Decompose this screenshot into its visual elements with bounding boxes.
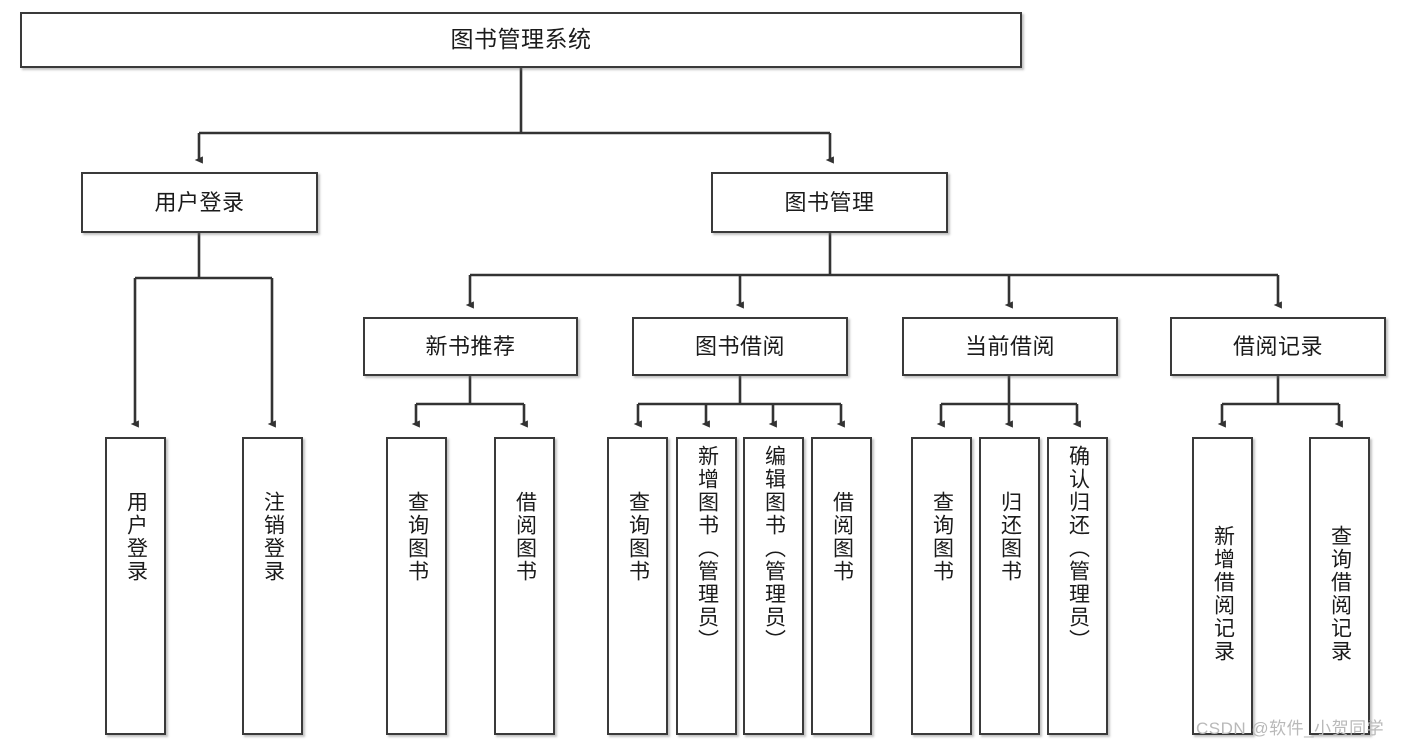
node-book-borrow-label: 图书借阅 (694, 333, 785, 359)
leaf-book-borrow-add-label: 新增图书（管理员） (695, 445, 719, 652)
node-book-borrow[interactable]: 图书借阅 (632, 317, 848, 376)
leaf-current-borrow-confirm-return[interactable]: 确认归还（管理员） (1047, 437, 1108, 735)
leaf-current-borrow-return-label: 归还图书 (998, 491, 1022, 583)
leaf-current-borrow-confirm-return-label: 确认归还（管理员） (1066, 445, 1090, 652)
leaf-user-login-login-label: 用户登录 (124, 491, 148, 583)
leaf-current-borrow-return[interactable]: 归还图书 (979, 437, 1040, 735)
leaf-book-borrow-query-label: 查询图书 (626, 491, 650, 583)
node-book-manage[interactable]: 图书管理 (711, 172, 948, 233)
leaf-user-login-logout[interactable]: 注销登录 (242, 437, 303, 735)
leaf-new-book-query[interactable]: 查询图书 (386, 437, 447, 735)
node-book-manage-label: 图书管理 (784, 189, 875, 215)
leaf-new-book-borrow-label: 借阅图书 (513, 491, 537, 583)
leaf-book-borrow-borrow-label: 借阅图书 (830, 491, 854, 583)
node-root-system-label: 图书管理系统 (450, 26, 592, 53)
node-user-login-label: 用户登录 (154, 189, 245, 215)
node-new-book-recommend[interactable]: 新书推荐 (363, 317, 578, 376)
node-user-login[interactable]: 用户登录 (81, 172, 318, 233)
watermark-text: CSDN @软件_小贺同学 (1196, 719, 1385, 738)
node-current-borrow[interactable]: 当前借阅 (902, 317, 1118, 376)
node-borrow-record[interactable]: 借阅记录 (1170, 317, 1386, 376)
node-new-book-recommend-label: 新书推荐 (425, 333, 516, 359)
leaf-book-borrow-query[interactable]: 查询图书 (607, 437, 668, 735)
node-root-system[interactable]: 图书管理系统 (20, 12, 1022, 68)
node-borrow-record-label: 借阅记录 (1232, 333, 1323, 359)
leaf-book-borrow-borrow[interactable]: 借阅图书 (811, 437, 872, 735)
leaf-borrow-record-add-label: 新增借阅记录 (1211, 525, 1235, 663)
leaf-current-borrow-query[interactable]: 查询图书 (911, 437, 972, 735)
leaf-book-borrow-edit[interactable]: 编辑图书（管理员） (743, 437, 804, 735)
leaf-book-borrow-edit-label: 编辑图书（管理员） (762, 445, 786, 652)
node-current-borrow-label: 当前借阅 (964, 333, 1055, 359)
leaf-new-book-borrow[interactable]: 借阅图书 (494, 437, 555, 735)
leaf-book-borrow-add[interactable]: 新增图书（管理员） (676, 437, 737, 735)
leaf-borrow-record-query-label: 查询借阅记录 (1328, 525, 1352, 663)
leaf-current-borrow-query-label: 查询图书 (930, 491, 954, 583)
leaf-borrow-record-query[interactable]: 查询借阅记录 (1309, 437, 1370, 735)
leaf-borrow-record-add[interactable]: 新增借阅记录 (1192, 437, 1253, 735)
leaf-new-book-query-label: 查询图书 (405, 491, 429, 583)
leaf-user-login-login[interactable]: 用户登录 (105, 437, 166, 735)
leaf-user-login-logout-label: 注销登录 (261, 491, 285, 583)
